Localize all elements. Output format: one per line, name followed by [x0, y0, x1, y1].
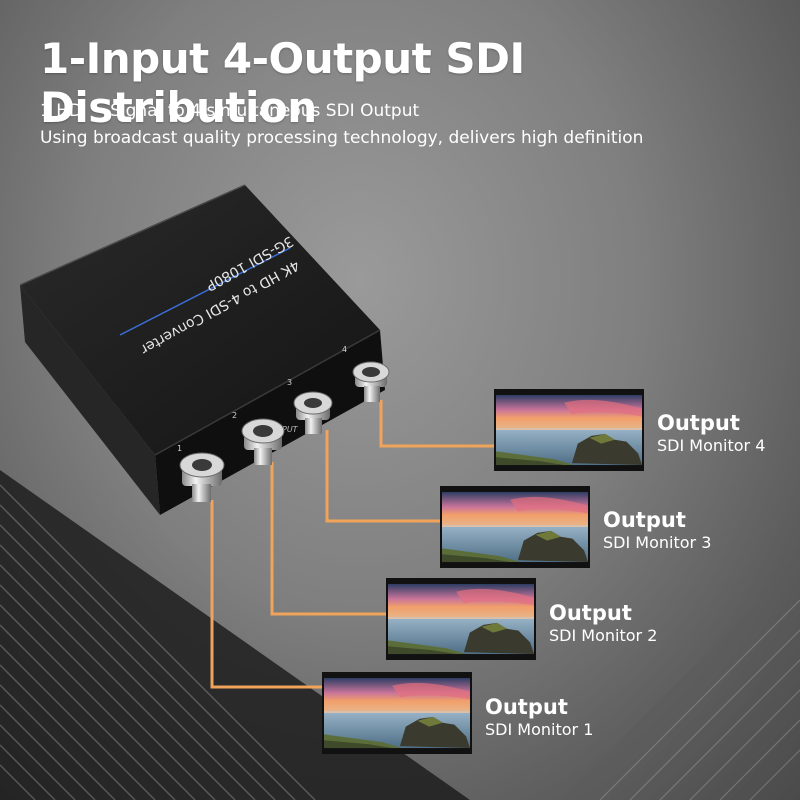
- cable-monitor-2: [270, 462, 386, 616]
- monitor-2: [386, 578, 536, 660]
- output-monitor-name: SDI Monitor 2: [549, 626, 658, 645]
- cable-monitor-4: [379, 400, 494, 448]
- page-title: 1-Input 4-Output SDI Distribution: [40, 34, 525, 132]
- output-monitor-name: SDI Monitor 1: [485, 720, 594, 739]
- port-number-2: 2: [232, 411, 237, 420]
- monitor-1: [322, 672, 472, 754]
- output-label-2: Output SDI Monitor 2: [549, 600, 657, 646]
- port-tag: PUT: [282, 425, 299, 434]
- output-monitor-name: SDI Monitor 3: [603, 533, 712, 552]
- cables: [210, 400, 494, 689]
- subtitle-line1: 1 HD Signal to 4 simultaneous SDI Output: [40, 101, 419, 121]
- output-title: Output: [603, 508, 686, 532]
- output-title: Output: [657, 411, 740, 435]
- output-label-1: Output SDI Monitor 1: [485, 694, 593, 740]
- cable-monitor-3: [325, 430, 440, 523]
- port-number-1: 1: [177, 444, 182, 453]
- bnc-connector-3: [293, 391, 333, 434]
- output-title: Output: [549, 601, 632, 625]
- bnc-connector-1: [179, 452, 225, 502]
- subtitle-prefix: 1 HD: [40, 101, 83, 121]
- device-accent-line: [119, 247, 291, 336]
- port-number-3: 3: [287, 378, 292, 387]
- port-number-4: 4: [342, 345, 347, 354]
- output-monitor-name: SDI Monitor 4: [657, 436, 766, 455]
- bnc-connector-2: [241, 418, 285, 465]
- output-title: Output: [485, 695, 568, 719]
- subtitle-text: Signal to 4 simultaneous SDI Output: [110, 101, 420, 121]
- output-label-3: Output SDI Monitor 3: [603, 507, 711, 553]
- cable-monitor-1: [210, 500, 322, 689]
- monitor-4: [494, 389, 644, 471]
- sdi-converter-device: 4K HD to 4-SDI Converter 3G-SDI 1080P PU…: [19, 184, 385, 515]
- bnc-connector-4: [352, 361, 390, 402]
- subtitle-line2: Using broadcast quality processing techn…: [40, 128, 644, 148]
- output-label-4: Output SDI Monitor 4: [657, 410, 765, 456]
- monitor-3: [440, 486, 590, 568]
